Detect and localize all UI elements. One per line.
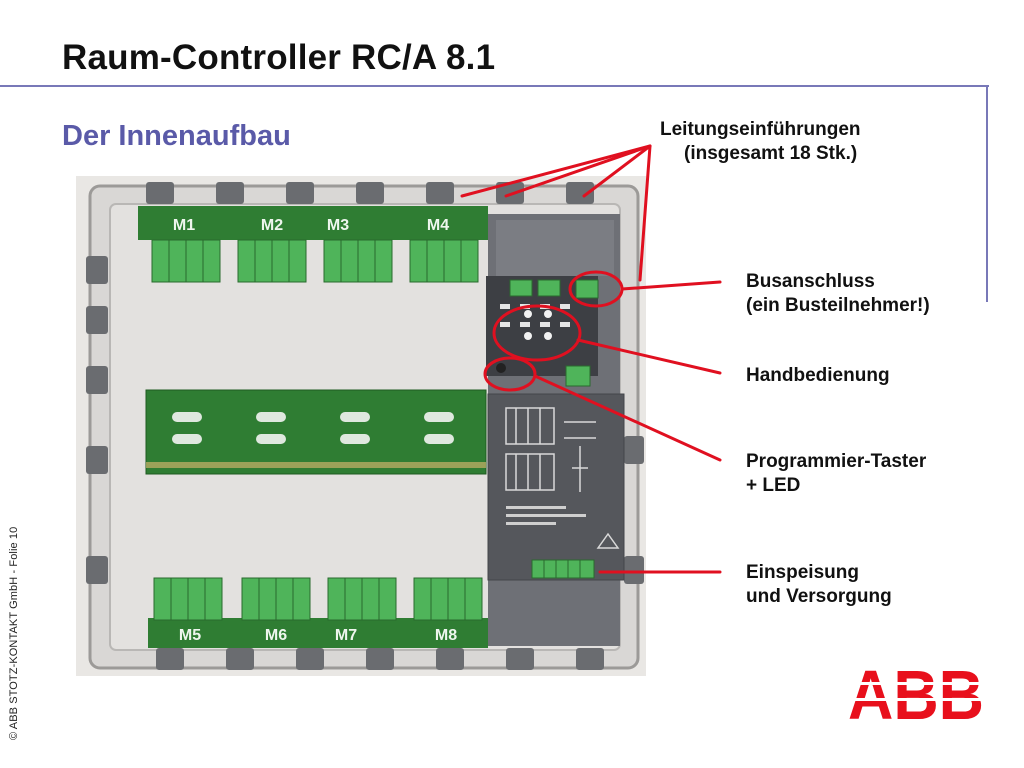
callout-cable-entries-line2: (insgesamt 18 Stk.) (684, 143, 858, 164)
callout-bus-connection: Busanschluss (ein Busteilnehmer!) (746, 270, 930, 318)
callout-power-line2: und Versorgung (746, 586, 892, 607)
module-label-bottom: M8 (435, 627, 457, 644)
callout-bus-line2: (ein Busteilnehmer!) (746, 295, 930, 316)
module-label-bottom: M5 (179, 627, 201, 644)
callout-bus-line1: Busanschluss (746, 271, 875, 292)
module-label-top: M4 (427, 217, 449, 234)
frame-divider-vertical (986, 85, 988, 302)
slide-title: Raum-Controller RC/A 8.1 (62, 38, 496, 77)
module-label-bottom: M6 (265, 627, 287, 644)
callout-cable-entries-line1: Leitungseinführungen (660, 119, 861, 140)
abb-logo: ABB (846, 664, 986, 722)
callout-power-supply: Einspeisung und Versorgung (746, 561, 892, 609)
callout-programming-line1: Programmier-Taster (746, 451, 927, 472)
callout-power-line1: Einspeisung (746, 562, 859, 583)
callout-manual-line1: Handbedienung (746, 365, 890, 386)
slide-subtitle: Der Innenaufbau (62, 120, 291, 152)
callout-manual-operation: Handbedienung (746, 364, 890, 388)
module-label-top: M2 (261, 217, 283, 234)
callout-cable-entries: Leitungseinführungen (insgesamt 18 Stk.) (660, 118, 861, 166)
module-label-bottom: M7 (335, 627, 357, 644)
title-divider (0, 85, 989, 87)
module-label-top: M3 (327, 217, 349, 234)
module-label-top: M1 (173, 217, 195, 234)
callout-programming-button: Programmier-Taster + LED (746, 450, 926, 498)
copyright-notice: © ABB STOTZ-KONTAKT GmbH - Folie 10 (8, 526, 20, 740)
abb-logo-text: ABB (848, 664, 984, 722)
controller-interior-photo: M1 M2 M3 M4 M5 M6 M7 M8 (76, 176, 646, 676)
callout-programming-line2: + LED (746, 475, 801, 496)
